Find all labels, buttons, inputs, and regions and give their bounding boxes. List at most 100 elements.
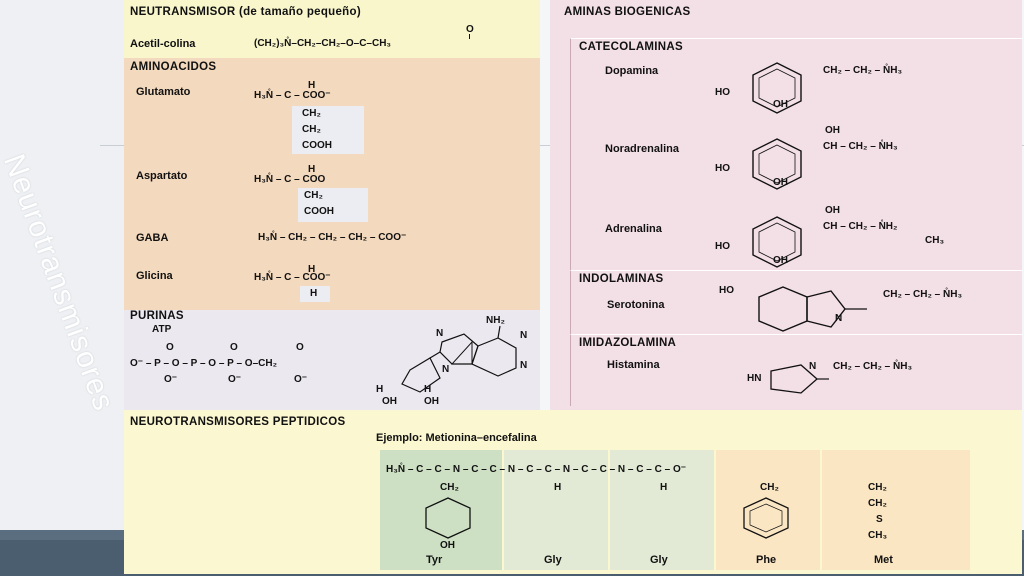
glicina-formula: H₃N̊ – C – COO⁻ xyxy=(254,272,331,283)
indolaminas-section: INDOLAMINAS Serotonina HO N CH₂ – CH₂ – … xyxy=(570,270,1022,334)
residue-phe-band xyxy=(716,450,820,570)
acetylcholine-label: Acetil-colina xyxy=(130,38,196,50)
aspartato-formula: H₃N̊ – C – COO xyxy=(254,174,326,185)
peptide-backbone: H₃N̊ – C – C – N – C – C – N – C – C – N… xyxy=(386,464,686,475)
atp-o-top-3: O xyxy=(296,342,304,353)
atp-h-1: H xyxy=(376,384,384,395)
gaba-formula: H₃N̊ – CH₂ – CH₂ – CH₂ – COO⁻ xyxy=(258,232,407,243)
histamina-imidazole xyxy=(770,364,829,394)
biogenic-amines-box: AMINAS BIOGENICAS CATECOLAMINAS Dopamina… xyxy=(550,0,1022,410)
glicina-h-top: H xyxy=(308,264,316,275)
histamina-chain: CH₂ – CH₂ – N̊H₃ xyxy=(833,361,913,372)
dopamina-ho: HO xyxy=(715,87,730,98)
serotonina-chain: CH₂ – CH₂ – N̊H₃ xyxy=(883,289,963,300)
atp-n-4: N xyxy=(442,364,450,375)
phe-ch2: CH₂ xyxy=(760,482,779,493)
atp-o-minus-2: O⁻ xyxy=(228,374,242,385)
aspartato-h: H xyxy=(308,164,316,175)
amino-acids-box: AMINOACIDOS Glutamato H H₃N̊ – C – COO⁻ … xyxy=(124,58,540,310)
indolaminas-header: INDOLAMINAS xyxy=(579,273,664,285)
serotonina-indole xyxy=(758,286,867,332)
atp-phosphates: O⁻ – P – O – P – O – P – O–CH₂ xyxy=(130,358,278,369)
residue-met-label: Met xyxy=(874,554,893,566)
double-bond xyxy=(469,34,470,39)
glutamato-h: H xyxy=(308,80,316,91)
purinas-header: PURINAS xyxy=(130,310,184,322)
histamina-hn: HN xyxy=(747,373,762,384)
serotonina-label: Serotonina xyxy=(607,299,665,311)
histamina-label: Histamina xyxy=(607,359,660,371)
glutamato-chain-box xyxy=(292,106,364,154)
acetylcholine-o: O xyxy=(466,24,474,35)
aminas-header: AMINAS BIOGENICAS xyxy=(564,6,691,18)
met-ch2-2: CH₂ xyxy=(868,498,887,509)
dopamina-chain: CH₂ – CH₂ – N̊H₃ xyxy=(823,65,903,76)
dopamina-label: Dopamina xyxy=(605,65,659,77)
noradrenalina-ring xyxy=(752,138,802,190)
peptides-header: NEUROTRANSMISORES PEPTIDICOS xyxy=(130,416,346,428)
residue-tyr-band xyxy=(380,450,502,570)
glicina-h-bottom: H xyxy=(310,288,318,299)
aspartato-chain-box xyxy=(298,188,368,222)
atp-oh-2: OH xyxy=(424,396,439,407)
residue-gly1-band xyxy=(504,450,608,570)
adrenalina-label: Adrenalina xyxy=(605,223,662,235)
atp-n-2: N xyxy=(520,330,528,341)
amino-header: AMINOACIDOS xyxy=(130,61,217,73)
atp-oh-1: OH xyxy=(382,396,397,407)
small-nt-box: NEUTRANSMISOR (de tamaño pequeño) Acetil… xyxy=(124,0,540,58)
glutamato-chain-3: COOH xyxy=(302,140,332,151)
serotonina-ho: HO xyxy=(719,285,734,296)
peptides-example: Ejemplo: Metionina–encefalina xyxy=(376,432,537,444)
imidazolamina-header: IMIDAZOLAMINA xyxy=(579,337,677,349)
tyr-ring xyxy=(425,497,471,539)
atp-o-minus-3: O⁻ xyxy=(294,374,308,385)
histamina-n: N xyxy=(809,361,817,372)
glicina-chain-box xyxy=(300,286,330,302)
atp-label: ATP xyxy=(152,324,172,335)
glutamato-label: Glutamato xyxy=(136,86,191,98)
residue-gly1-label: Gly xyxy=(544,554,562,566)
tyr-ch2: CH₂ xyxy=(440,482,459,493)
glutamato-chain-2: CH₂ xyxy=(302,124,321,135)
met-ch3: CH₃ xyxy=(868,530,888,541)
dopamina-oh: OH xyxy=(773,99,788,110)
glutamato-chain-1: CH₂ xyxy=(302,108,321,119)
small-nt-header: NEUTRANSMISOR (de tamaño pequeño) xyxy=(130,6,361,18)
residue-met-band xyxy=(822,450,970,570)
peptides-box: NEUROTRANSMISORES PEPTIDICOS Ejemplo: Me… xyxy=(124,410,1022,574)
phe-ring xyxy=(743,497,789,539)
adenosine-structure xyxy=(401,325,517,393)
residue-gly2-band xyxy=(610,450,714,570)
catecolaminas-header: CATECOLAMINAS xyxy=(579,41,683,53)
atp-o-minus-1: O⁻ xyxy=(164,374,178,385)
slide-left-panel xyxy=(0,0,124,576)
adrenalina-chain: CH – CH₂ – N̊H₂ xyxy=(823,221,898,232)
noradrenalina-ho: HO xyxy=(715,163,730,174)
adrenalina-oh: OH xyxy=(773,255,788,266)
gaba-label: GABA xyxy=(136,232,169,244)
atp-n-1: N xyxy=(436,328,444,339)
glicina-label: Glicina xyxy=(136,270,173,282)
aspartato-chain-2: COOH xyxy=(304,206,334,217)
residue-gly2-label: Gly xyxy=(650,554,668,566)
imidazolamina-section: IMIDAZOLAMINA Histamina HN N CH₂ – CH₂ –… xyxy=(570,334,1022,406)
glutamato-formula: H₃N̊ – C – COO⁻ xyxy=(254,90,331,101)
atp-o-top-1: O xyxy=(166,342,174,353)
noradrenalina-label: Noradrenalina xyxy=(605,143,679,155)
atp-o-top-2: O xyxy=(230,342,238,353)
tyr-oh: OH xyxy=(440,540,455,551)
gly1-h: H xyxy=(554,482,562,493)
catecolaminas-section: CATECOLAMINAS Dopamina CH₂ – CH₂ – N̊H₃ … xyxy=(570,38,1022,270)
atp-h-2: H xyxy=(424,384,432,395)
acetylcholine-formula: (CH₂)₃N̊–CH₂–CH₂–O–C–CH₃ xyxy=(254,38,392,49)
purinas-box: PURINAS ATP O⁻ – P – O – P – O – P – O–C… xyxy=(124,310,540,410)
noradrenalina-oh: OH xyxy=(773,177,788,188)
met-ch2-1: CH₂ xyxy=(868,482,887,493)
aspartato-label: Aspartato xyxy=(136,170,188,182)
serotonina-n: N xyxy=(835,313,843,324)
adrenalina-oh-top: OH xyxy=(825,205,840,216)
adrenalina-ring xyxy=(752,216,802,268)
dopamina-ring xyxy=(752,62,802,114)
residue-tyr-label: Tyr xyxy=(426,554,443,566)
